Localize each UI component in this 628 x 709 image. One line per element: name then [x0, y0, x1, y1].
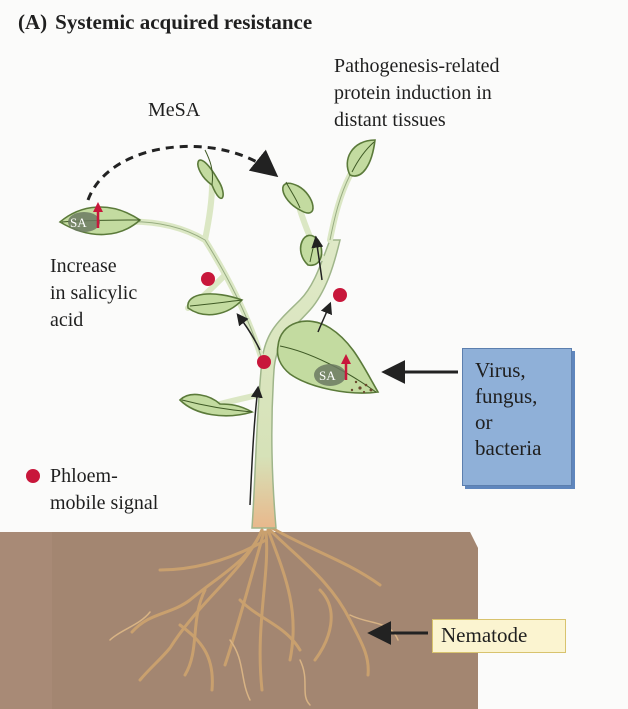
phloem-label-line2: mobile signal: [50, 492, 159, 514]
sa-increase-line1: Increase: [50, 255, 117, 277]
nematode-label: Nematode: [441, 623, 528, 647]
leaf-top-mid: [281, 182, 314, 214]
sa-label-left: SA: [70, 215, 87, 230]
sa-increase-line3: acid: [50, 309, 84, 331]
roots: [130, 526, 382, 692]
sa-increase-arrows: [93, 202, 351, 380]
leaf-mid-left: [187, 293, 244, 316]
panel-title: (A) Systemic acquired resistance: [18, 10, 312, 35]
pathogen-line2: fungus,: [475, 384, 538, 408]
panel-title-text: Systemic acquired resistance: [55, 10, 313, 34]
sa-label-right: SA: [319, 368, 336, 383]
pathogen-box: Virus, fungus, or bacteria: [462, 348, 572, 486]
pr-label-line2: protein induction in: [334, 82, 492, 104]
pathogen-line4: bacteria: [475, 436, 542, 460]
pathogen-line3: or: [475, 410, 493, 434]
phloem-signal-legend-dot: [26, 469, 40, 483]
leaf-top-left: [197, 159, 224, 200]
phloem-signal-arrows: [236, 235, 333, 506]
infection-spots: [350, 380, 373, 394]
pr-label-line1: Pathogenesis-related: [334, 55, 500, 77]
pathogen-line1: Virus,: [475, 358, 526, 382]
panel-letter: (A): [18, 10, 48, 34]
sa-increase-line2: in salicylic: [50, 282, 138, 304]
mesa-arrow: [86, 145, 279, 201]
leaf-infected: [276, 320, 380, 394]
mesa-label: MeSA: [148, 99, 201, 121]
nematode-box: Nematode: [432, 619, 566, 653]
phloem-signal-dots: [201, 272, 347, 369]
stems: [251, 239, 341, 529]
phloem-label-line1: Phloem-: [50, 465, 118, 487]
pr-label-line3: distant tissues: [334, 109, 446, 131]
